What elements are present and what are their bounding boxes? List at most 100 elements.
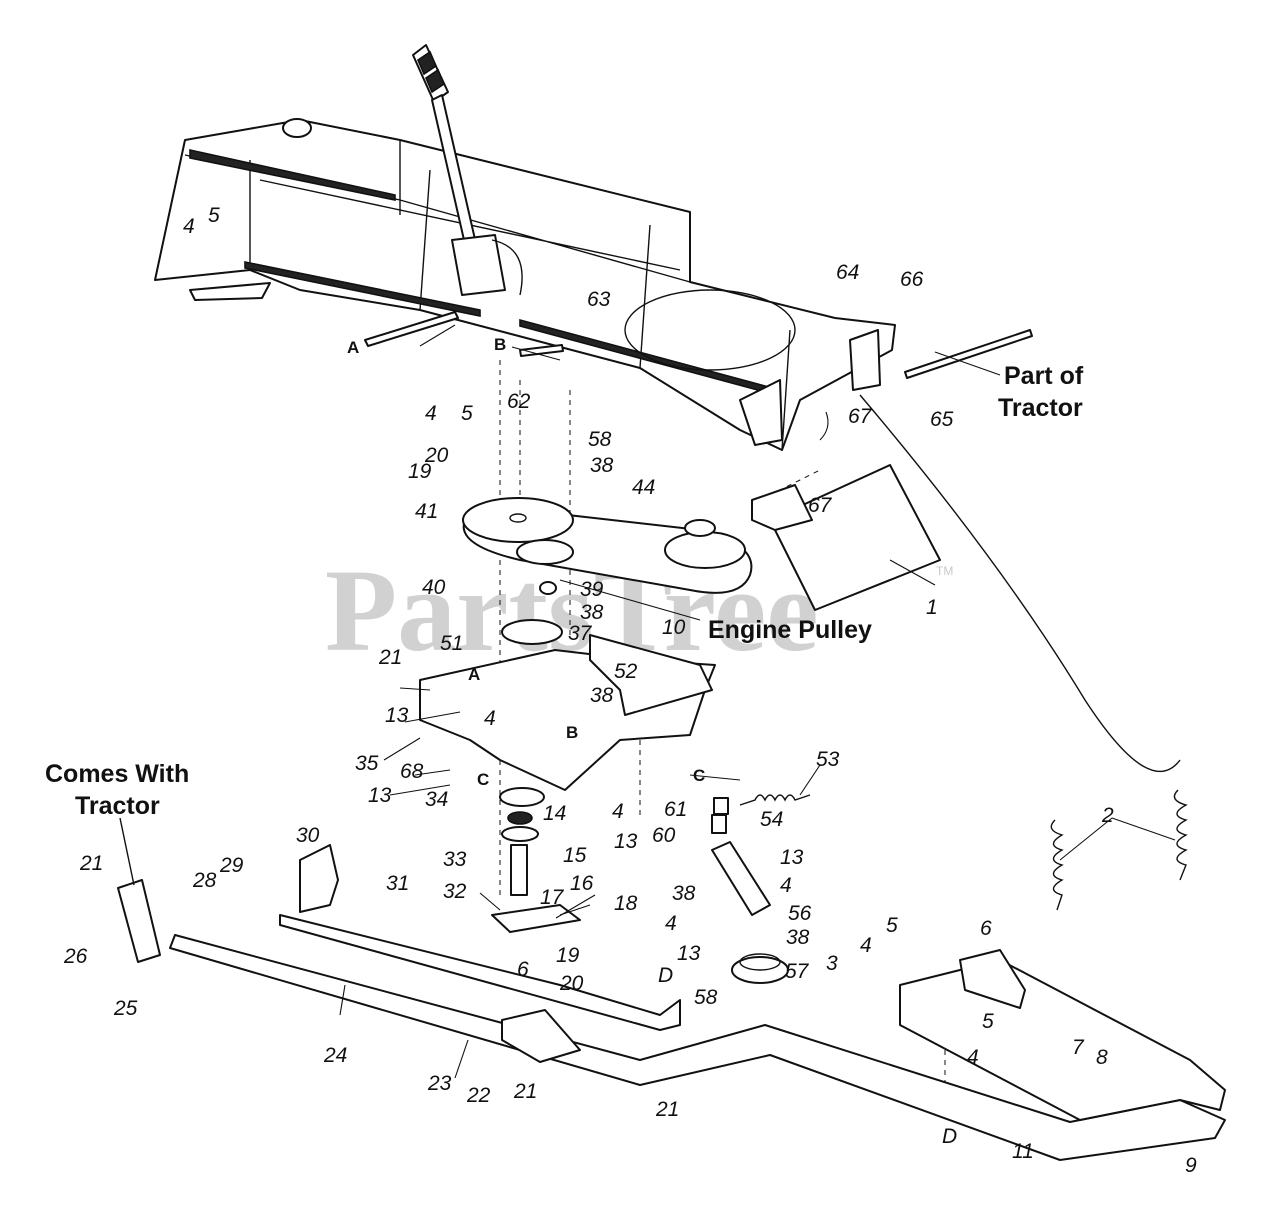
part-number-4-c: 4	[780, 874, 792, 897]
part-number-28: 28	[192, 869, 217, 892]
part-number-56: 56	[788, 902, 812, 925]
part-number-10: 10	[662, 616, 686, 639]
label-part-of-tractor-line1: Part of	[1004, 362, 1084, 390]
part-number-32: 32	[443, 880, 467, 903]
part-number-34: 34	[425, 788, 448, 811]
part-number-18: 18	[614, 892, 638, 915]
tractor-rod	[904, 329, 1033, 379]
nut-14	[507, 811, 533, 825]
lever-grip-ribs	[417, 50, 445, 94]
bushing-61	[713, 797, 729, 815]
part-number-5-mid: 5	[461, 402, 473, 425]
shield-clip	[751, 484, 813, 531]
part-number-61: 61	[664, 798, 687, 821]
part-number-21-bottom: 21	[513, 1080, 537, 1103]
part-number-33: 33	[443, 848, 467, 871]
part-number-37: 37	[568, 622, 593, 645]
spring-53	[739, 794, 811, 806]
part-number-4-plate: 4	[484, 707, 496, 730]
ref-letter-c-right: C	[693, 766, 705, 785]
rotation-arrow	[819, 411, 829, 441]
part-number-22: 22	[466, 1084, 491, 1107]
part-number-38-c: 38	[590, 684, 614, 707]
part-number-67-left: 67	[808, 494, 833, 517]
ref-letter-c-left: C	[477, 770, 489, 789]
lever-quadrant	[491, 239, 523, 296]
part-number-5-e: 5	[886, 914, 898, 937]
spring-2-left	[1050, 819, 1064, 911]
label-comes-with-tractor-line1: Comes With	[45, 760, 189, 788]
part-number-19-bottom: 19	[556, 944, 580, 967]
part-number-4-f: 4	[967, 1046, 979, 1069]
lift-cable	[859, 394, 1181, 773]
ref-letter-b-top: B	[494, 335, 506, 354]
part-number-24: 24	[323, 1044, 347, 1067]
part-number-4-e: 4	[860, 934, 872, 957]
label-engine-pulley: Engine Pulley	[708, 616, 872, 644]
frame-top-surface	[154, 119, 896, 451]
part-number-7: 7	[1072, 1036, 1085, 1059]
part-number-6-right: 6	[980, 917, 992, 940]
pulley-57-groove	[739, 953, 781, 971]
part-number-53: 53	[816, 748, 840, 771]
rod-comes-with-tractor	[119, 817, 135, 886]
idler-pulley-41	[462, 497, 574, 543]
ref-letter-d-right: D	[942, 1125, 957, 1148]
part-number-20-top: 20	[424, 444, 449, 467]
label-comes-with-tractor-line2: Tractor	[75, 792, 160, 820]
part-number-3: 3	[826, 952, 838, 975]
part-number-9: 9	[1185, 1154, 1197, 1177]
tractor-frame-assembly	[154, 118, 896, 451]
part-number-63: 63	[587, 288, 611, 311]
ref-letter-b-mid: B	[566, 723, 578, 742]
bracket-56	[711, 841, 771, 916]
part-number-62: 62	[507, 390, 531, 413]
part-number-5-f: 5	[982, 1010, 994, 1033]
frame-cutout	[624, 289, 796, 371]
part-number-21-top: 21	[378, 646, 402, 669]
part-number-38-d: 38	[672, 882, 696, 905]
part-number-38-e: 38	[786, 926, 810, 949]
part-number-58-bottom: 58	[694, 986, 718, 1009]
bracket-6-left	[501, 1009, 581, 1063]
part-number-65: 65	[930, 408, 954, 431]
part-number-4-mid: 4	[425, 402, 437, 425]
part-number-15: 15	[563, 844, 587, 867]
part-number-54: 54	[760, 808, 783, 831]
leader-lines	[339, 324, 1176, 1079]
lever-base	[451, 234, 506, 296]
part-number-13-d: 13	[780, 846, 804, 869]
part-number-51: 51	[440, 632, 463, 655]
part-number-19-top: 19	[408, 460, 432, 483]
part-number-31: 31	[386, 872, 409, 895]
part-number-8: 8	[1096, 1046, 1108, 1069]
spacer-39	[539, 581, 557, 595]
part-number-13-a: 13	[385, 704, 409, 727]
part-number-13-c: 13	[614, 830, 638, 853]
part-number-35: 35	[355, 752, 379, 775]
bracket-6-right	[959, 949, 1026, 1009]
part-number-17: 17	[540, 886, 565, 909]
part-number-21-right: 21	[655, 1098, 679, 1121]
part-number-58-top: 58	[588, 428, 612, 451]
frame-rail-31	[279, 914, 681, 1031]
part-number-13-b: 13	[368, 784, 392, 807]
idler-arm	[589, 634, 713, 716]
part-number-39: 39	[580, 578, 604, 601]
frame-rail-9	[899, 959, 1226, 1121]
part-number-16: 16	[570, 872, 594, 895]
cable-bracket-64	[849, 329, 881, 391]
ref-letter-a-top: A	[347, 338, 359, 357]
part-number-67-right: 67	[848, 405, 873, 428]
part-number-2: 2	[1101, 804, 1114, 827]
part-number-40: 40	[422, 576, 446, 599]
frame-bracket-right	[739, 379, 783, 446]
pulley-belt-system	[462, 497, 753, 645]
frame-lower-strip	[244, 261, 481, 317]
ref-letter-a-mid: A	[468, 665, 480, 684]
lower-hardware	[491, 787, 789, 984]
part-number-25: 25	[113, 997, 138, 1020]
engine-pulley-hub	[684, 519, 716, 537]
fuel-cap	[282, 118, 312, 138]
part-number-20-bottom: 20	[559, 972, 584, 995]
